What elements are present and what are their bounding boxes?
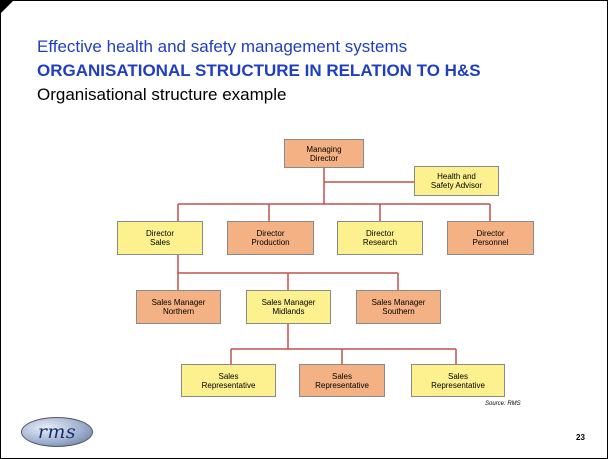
box-rep-2: Sales Representative: [299, 364, 385, 397]
box-manager-southern: Sales Manager Southern: [356, 290, 441, 324]
box-hs-advisor: Health and Safety Advisor: [414, 166, 499, 196]
hs-advisor-label: Health and Safety Advisor: [430, 172, 483, 190]
director-production-label: Director Production: [251, 229, 290, 247]
source-note: Source: RMS: [485, 401, 521, 407]
rep-2-label: Sales Representative: [315, 371, 369, 390]
director-personnel-label: Director Personnel: [472, 229, 509, 247]
box-director-research: Director Research: [337, 221, 423, 255]
director-research-label: Director Research: [362, 229, 398, 247]
slide-title: ORGANISATIONAL STRUCTURE IN RELATION TO …: [37, 61, 481, 80]
director-sales-label: Director Sales: [145, 229, 174, 247]
box-manager-midlands: Sales Manager Midlands: [246, 290, 331, 324]
manager-midlands-label: Sales Manager Midlands: [261, 298, 316, 316]
rms-logo-text: rms: [37, 421, 77, 443]
managing-director-label: Managing Director: [306, 144, 342, 163]
manager-southern-label: Sales Manager Southern: [371, 298, 426, 316]
box-rep-1: Sales Representative: [181, 364, 276, 397]
slide-subtitle: Effective health and safety management s…: [37, 37, 408, 56]
box-director-sales: Director Sales: [117, 221, 203, 255]
slide-heading: Organisational structure example: [37, 85, 287, 104]
rms-logo: rms: [21, 417, 93, 447]
rep-3-label: Sales Representative: [431, 371, 485, 390]
corner-triangle: [1, 1, 13, 13]
box-director-production: Director Production: [227, 221, 314, 255]
box-director-personnel: Director Personnel: [447, 221, 534, 255]
box-rep-3: Sales Representative: [411, 364, 505, 397]
page-number: 23: [576, 433, 585, 442]
box-managing-director: Managing Director: [284, 139, 364, 168]
box-manager-northern: Sales Manager Northern: [136, 290, 221, 324]
rep-1-label: Sales Representative: [201, 371, 256, 390]
manager-northern-label: Sales Manager Northern: [151, 298, 206, 316]
